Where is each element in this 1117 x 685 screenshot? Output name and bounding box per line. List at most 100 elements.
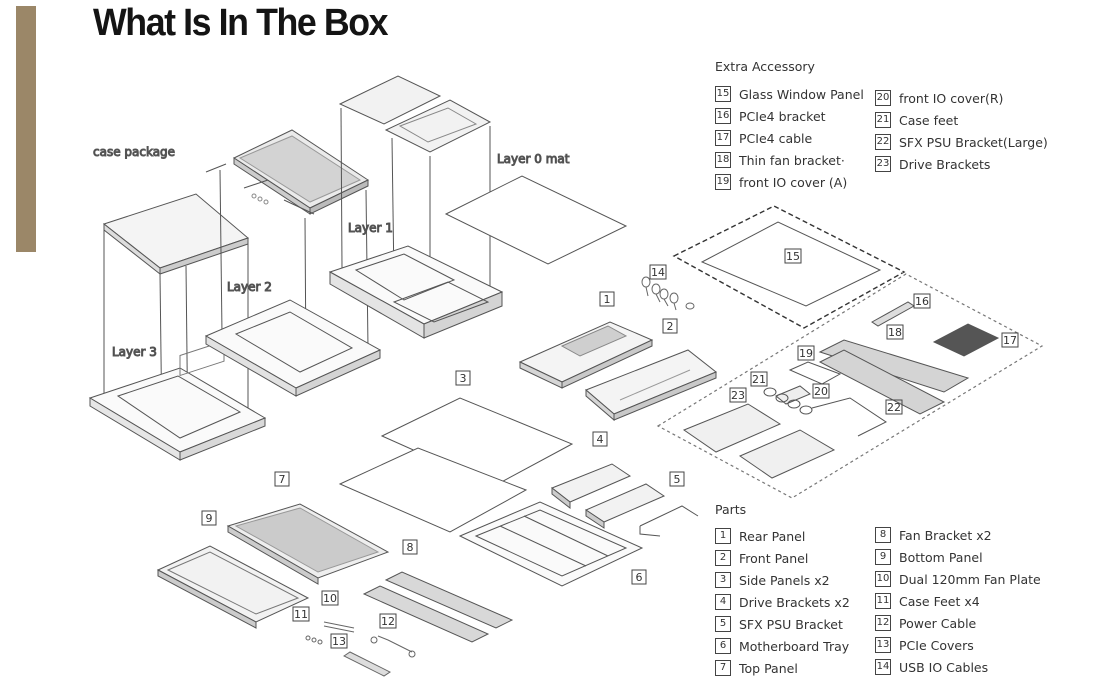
callout-3: 3	[455, 370, 471, 386]
callout-17: 17	[1001, 332, 1019, 348]
callout-15: 15	[784, 248, 802, 264]
svg-text:15: 15	[786, 250, 800, 263]
small-parts-10-13	[305, 621, 416, 677]
svg-text:22: 22	[887, 401, 901, 414]
layer0-label: Layer 0 mat	[497, 152, 570, 166]
callout-6: 6	[631, 569, 647, 585]
svg-text:13: 13	[332, 635, 346, 648]
callout-22: 22	[885, 399, 903, 415]
svg-text:21: 21	[752, 373, 766, 386]
svg-text:23: 23	[731, 389, 745, 402]
callout-11: 11	[292, 606, 310, 622]
layer3-label: Layer 3	[112, 345, 157, 359]
svg-text:10: 10	[323, 592, 337, 605]
svg-text:9: 9	[206, 512, 213, 525]
callout-13: 13	[330, 633, 348, 649]
callout-10: 10	[321, 590, 339, 606]
accent-bar	[16, 6, 36, 252]
callout-1: 1	[599, 291, 615, 307]
svg-text:6: 6	[636, 571, 643, 584]
accessory-glass-boundary	[672, 205, 906, 329]
parts-title: Parts	[715, 502, 747, 517]
callout-14: 14	[649, 264, 667, 280]
svg-text:4: 4	[597, 433, 604, 446]
svg-text:14: 14	[651, 266, 665, 279]
svg-text:18: 18	[888, 326, 902, 339]
part7-top-panel	[226, 503, 390, 585]
svg-text:16: 16	[915, 295, 929, 308]
part6-motherboard-tray	[458, 501, 644, 587]
part8-fan-brackets	[362, 571, 514, 643]
accessory-parts-illustration	[682, 301, 1000, 479]
callout-5: 5	[669, 471, 685, 487]
layer2-illustration	[204, 129, 382, 397]
accessory-glass-panel	[700, 221, 882, 307]
case-package-label: case package	[93, 145, 175, 159]
part9-bottom-panel	[156, 545, 310, 629]
svg-text:11: 11	[294, 608, 308, 621]
part1-rear-panel	[518, 321, 654, 389]
callout-21: 21	[750, 371, 768, 387]
callout-19: 19	[797, 345, 815, 361]
page-title: What Is In The Box	[93, 2, 389, 44]
part2-front-panel	[585, 349, 717, 422]
callout-8: 8	[402, 539, 418, 555]
layer1-label: Layer 1	[348, 221, 393, 235]
svg-text:1: 1	[604, 293, 611, 306]
svg-text:12: 12	[381, 615, 395, 628]
callout-2: 2	[662, 318, 678, 334]
svg-text:5: 5	[674, 473, 681, 486]
svg-text:2: 2	[667, 320, 674, 333]
part4-drive-brackets	[551, 463, 666, 529]
callout-12: 12	[379, 613, 397, 629]
part3-side-panel-b	[338, 447, 528, 533]
part5-psu-bracket	[639, 505, 699, 537]
layer2-label: Layer 2	[227, 280, 272, 294]
callout-18: 18	[886, 324, 904, 340]
callout-20: 20	[812, 383, 830, 399]
svg-text:8: 8	[407, 541, 414, 554]
callout-4: 4	[592, 431, 608, 447]
callout-23: 23	[729, 387, 747, 403]
svg-text:7: 7	[279, 473, 286, 486]
callout-16: 16	[913, 293, 931, 309]
callout-7: 7	[274, 471, 290, 487]
svg-text:20: 20	[814, 385, 828, 398]
svg-text:3: 3	[460, 372, 467, 385]
extra-accessory-title: Extra Accessory	[715, 59, 815, 74]
svg-text:19: 19	[799, 347, 813, 360]
callout-9: 9	[201, 510, 217, 526]
layer0-mat	[444, 175, 628, 265]
svg-text:17: 17	[1003, 334, 1017, 347]
accessory-parts-boundary	[656, 273, 1044, 499]
layer1-illustration	[328, 75, 504, 339]
